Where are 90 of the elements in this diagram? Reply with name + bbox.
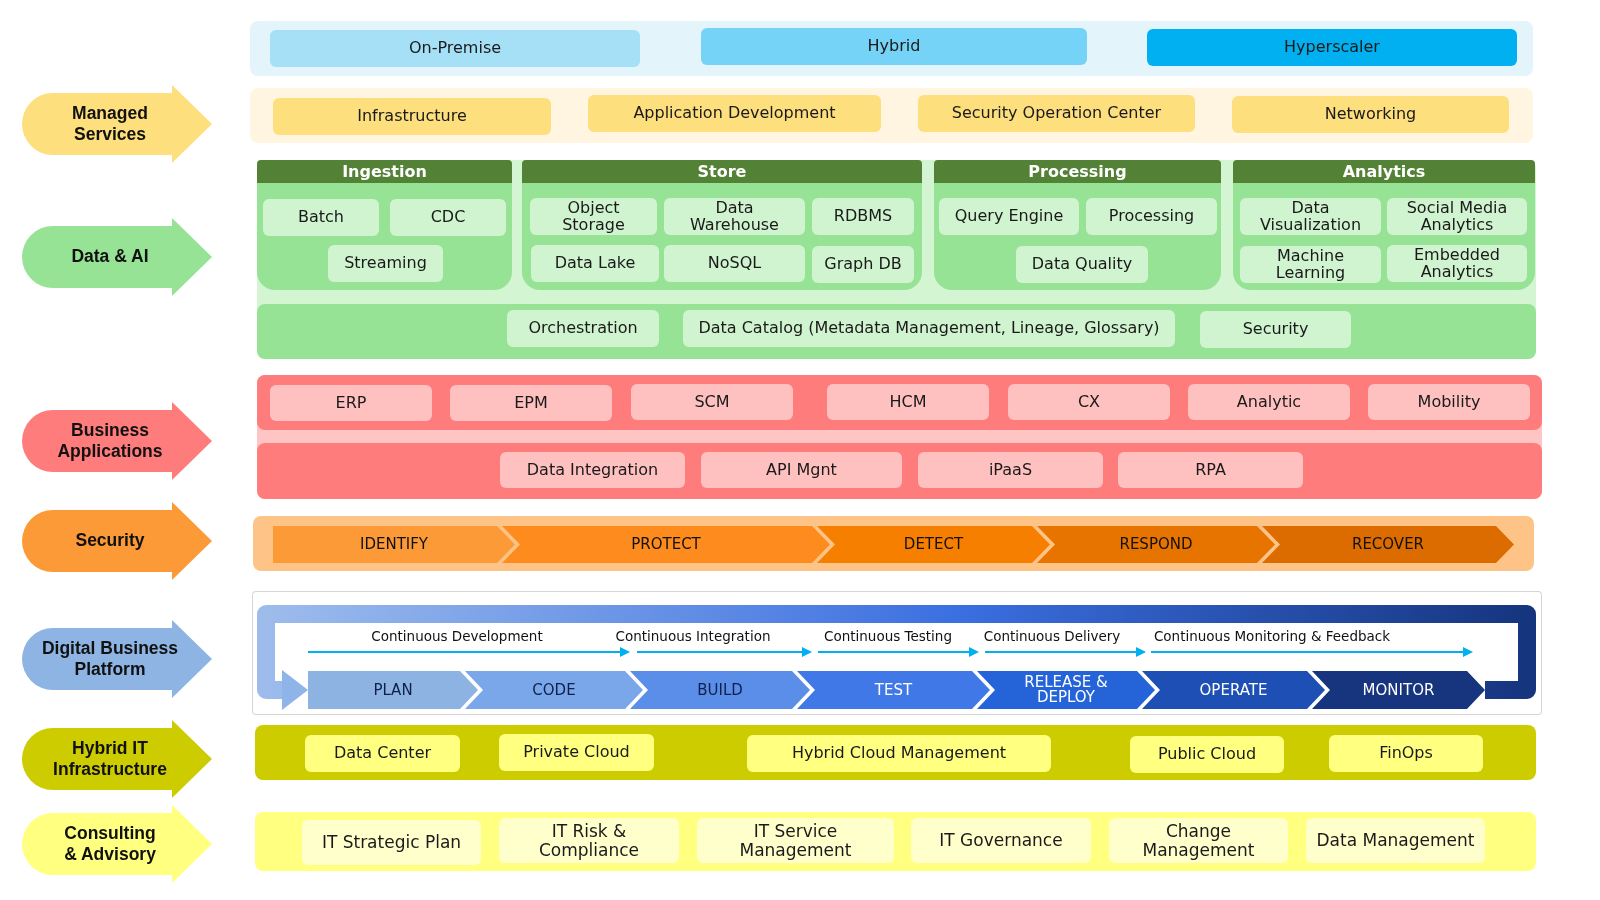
layer-band (255, 725, 1536, 780)
process-step: PROTECT (502, 526, 830, 563)
service-box: Processing (1086, 198, 1217, 235)
layer-title: Digital Business Platform (40, 637, 180, 681)
service-box: Hybrid (701, 28, 1087, 65)
service-box: Application Development (588, 95, 881, 132)
service-box: Public Cloud (1130, 736, 1284, 773)
layer-band (257, 375, 1542, 499)
service-box: Data Integration (500, 452, 685, 488)
service-box: Mobility (1368, 384, 1530, 420)
flow-label: Continuous Testing (824, 628, 952, 644)
service-box: iPaaS (918, 452, 1103, 488)
process-step: TEST (797, 671, 990, 709)
process-step: CODE (465, 671, 643, 709)
layer-strip (257, 443, 1542, 499)
group-panel (934, 160, 1221, 290)
service-box: Query Engine (939, 198, 1079, 235)
layer-title: Data & AI (71, 246, 149, 268)
service-box: Machine Learning (1240, 246, 1381, 283)
service-box: EPM (450, 385, 612, 421)
group-panel (257, 160, 512, 290)
layer-strip (257, 375, 1542, 430)
service-box: Orchestration (507, 310, 659, 347)
layer-title: Consulting & Advisory (63, 822, 157, 866)
flow-label: Continuous Development (371, 628, 543, 644)
service-box: Data Center (305, 735, 460, 772)
service-box: Streaming (328, 245, 443, 282)
service-box: NoSQL (664, 245, 805, 282)
layer-title: Managed Services (71, 102, 149, 146)
service-box: Security (1200, 311, 1351, 348)
group-header: Store (522, 160, 922, 183)
process-step: MONITOR (1312, 671, 1485, 709)
service-box: RPA (1118, 452, 1303, 488)
service-box: ERP (270, 385, 432, 421)
group-panel (1233, 160, 1535, 290)
service-box: Infrastructure (273, 98, 551, 135)
service-box: Hybrid Cloud Management (747, 735, 1051, 772)
service-box: IT Strategic Plan (302, 820, 481, 865)
service-box: Security Operation Center (918, 95, 1195, 132)
service-box: Change Management (1109, 818, 1288, 863)
layer-strip (257, 304, 1536, 359)
flow-label: Continuous Integration (615, 628, 771, 644)
service-box: Graph DB (812, 246, 914, 283)
service-box: IT Governance (911, 818, 1091, 863)
layer-band (250, 88, 1533, 143)
service-box: Object Storage (530, 198, 657, 235)
service-box: CX (1008, 384, 1170, 420)
group-header: Processing (934, 160, 1221, 183)
service-box: API Mgnt (701, 452, 902, 488)
layer-title: Business Applications (56, 419, 164, 463)
service-box: Networking (1232, 96, 1509, 133)
service-box: HCM (827, 384, 989, 420)
service-box: CDC (390, 199, 506, 236)
layer-band (257, 160, 1536, 359)
layer-title: Security (75, 530, 145, 552)
group-header: Analytics (1233, 160, 1535, 183)
service-box: Batch (263, 199, 379, 236)
layer-band (250, 21, 1533, 76)
service-box: Hyperscaler (1147, 29, 1517, 66)
layer-band (255, 812, 1536, 871)
process-step: IDENTIFY (273, 526, 515, 563)
service-box: Data Quality (1016, 246, 1148, 283)
group-header: Ingestion (257, 160, 512, 183)
process-step: OPERATE (1142, 671, 1325, 709)
flow-label: Continuous Delivery (983, 628, 1121, 644)
layer-band (253, 516, 1534, 571)
process-step: PLAN (308, 671, 478, 709)
service-box: FinOps (1329, 735, 1483, 772)
service-box: SCM (631, 384, 793, 420)
service-box: Social Media Analytics (1387, 198, 1527, 235)
service-box: RDBMS (812, 198, 914, 235)
service-box: Analytic (1188, 384, 1350, 420)
service-box: IT Service Management (697, 818, 894, 863)
service-box: IT Risk & Compliance (499, 818, 679, 863)
service-box: Embedded Analytics (1387, 245, 1527, 282)
layer-title: Hybrid IT Infrastructure (52, 737, 168, 781)
service-box: Data Warehouse (664, 198, 805, 235)
service-box: Data Management (1306, 818, 1485, 863)
service-box: Data Lake (531, 245, 659, 282)
group-panel (522, 160, 922, 290)
process-step: RESPOND (1037, 526, 1275, 563)
service-box: Private Cloud (499, 734, 654, 771)
process-step: DETECT (817, 526, 1050, 563)
process-step: RELEASE & DEPLOY (977, 671, 1155, 709)
service-box: Data Catalog (Metadata Management, Lineage, Glossary) (683, 310, 1175, 347)
process-step: BUILD (630, 671, 810, 709)
service-box: On-Premise (270, 30, 640, 67)
flow-label: Continuous Monitoring & Feedback (1153, 628, 1391, 644)
process-step: RECOVER (1262, 526, 1514, 563)
service-box: Data Visualization (1240, 198, 1381, 235)
